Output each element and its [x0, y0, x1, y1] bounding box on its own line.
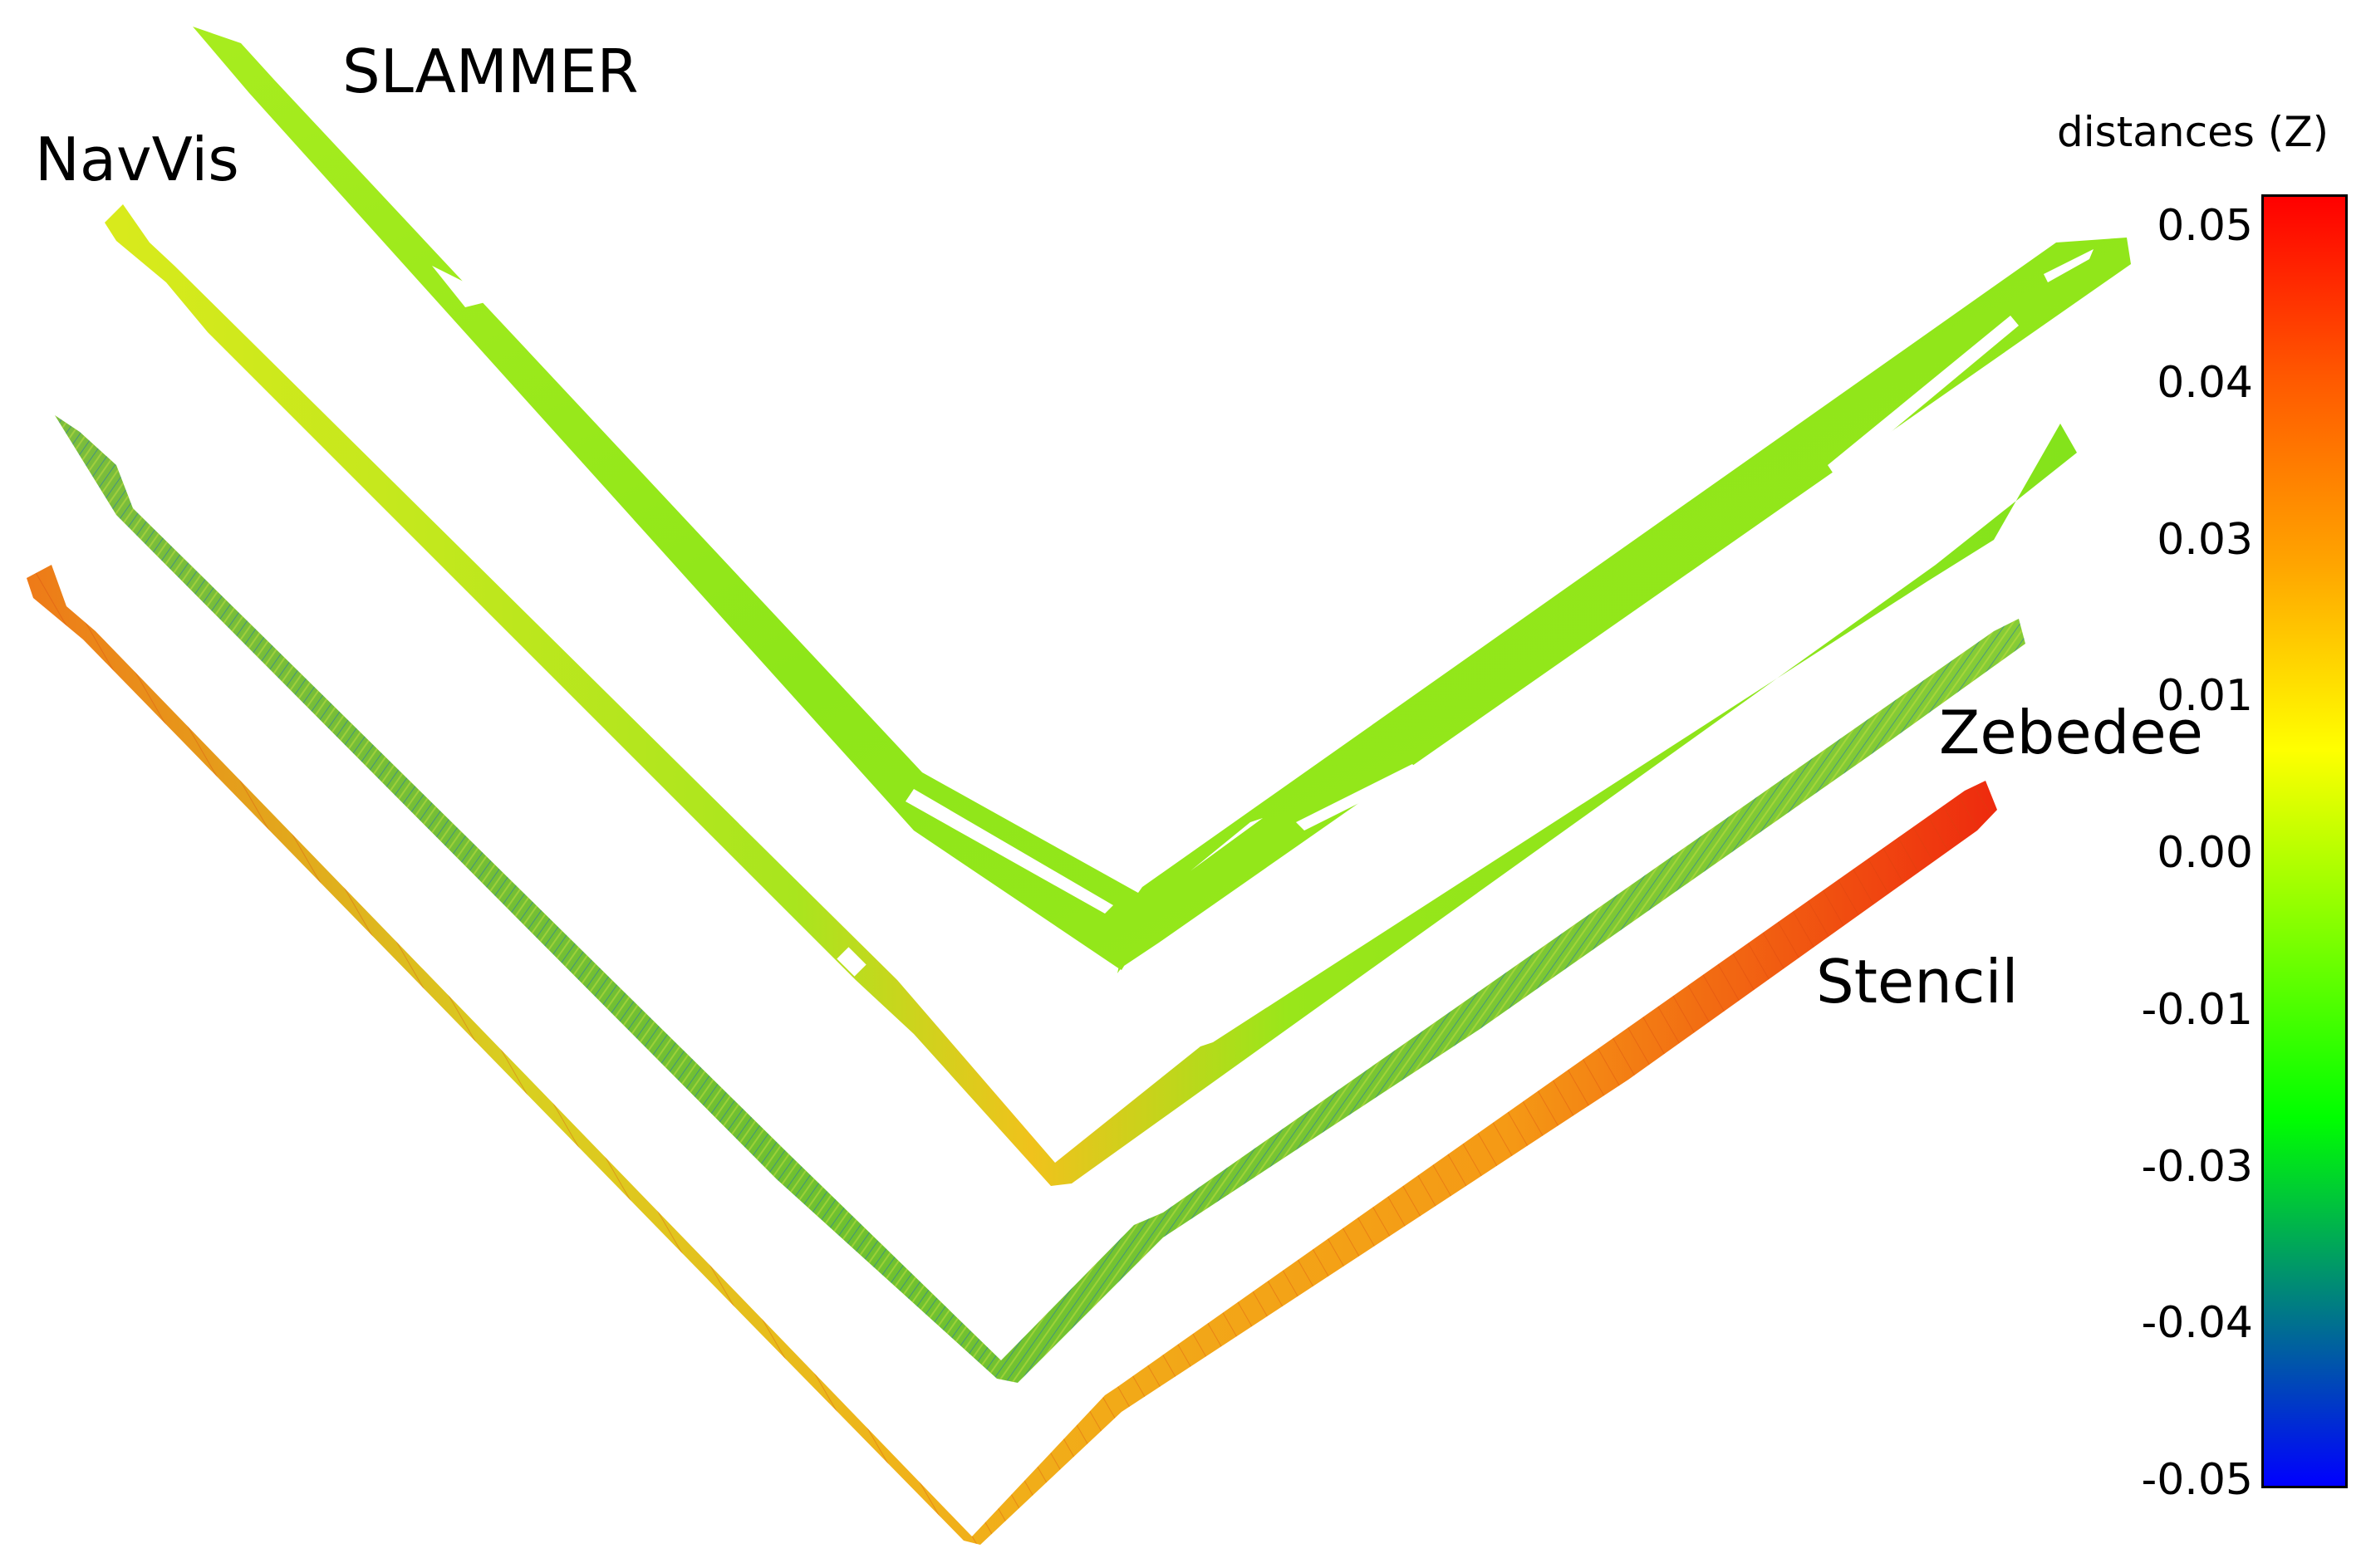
- navvis-notch: [837, 947, 866, 977]
- slammer-point-cloud: [193, 27, 2131, 973]
- label-slammer: SLAMMER: [342, 37, 639, 106]
- colorbar-tick-2: 0.03: [2157, 514, 2253, 565]
- label-stencil: Stencil: [1816, 947, 2019, 1017]
- colorbar: [2261, 194, 2348, 1488]
- colorbar-tick-0: 0.05: [2157, 201, 2253, 251]
- colorbar-tick-7: -0.04: [2141, 1298, 2253, 1349]
- stencil-point-cloud-stripes: [27, 565, 1997, 1545]
- colorbar-tick-8: -0.05: [2141, 1455, 2253, 1505]
- scan-navvis: [105, 204, 2077, 1186]
- scan-stencil: [27, 565, 1997, 1545]
- scan-slammer: [193, 27, 2131, 973]
- colorbar-tick-4: 0.00: [2157, 828, 2253, 878]
- colorbar-tick-3: 0.01: [2157, 671, 2253, 722]
- navvis-point-cloud: [105, 204, 2077, 1186]
- colorbar-tick-5: -0.01: [2141, 984, 2253, 1035]
- zebedee-point-cloud-noise: [55, 415, 2025, 1383]
- scan-zebedee: [55, 415, 2025, 1383]
- colorbar-tick-1: 0.04: [2157, 357, 2253, 408]
- colorbar-title: distances (Z): [2057, 108, 2329, 156]
- colorbar-tick-6: -0.03: [2141, 1141, 2253, 1192]
- label-navvis: NavVis: [35, 125, 239, 194]
- label-zebedee: Zebedee: [1939, 698, 2203, 767]
